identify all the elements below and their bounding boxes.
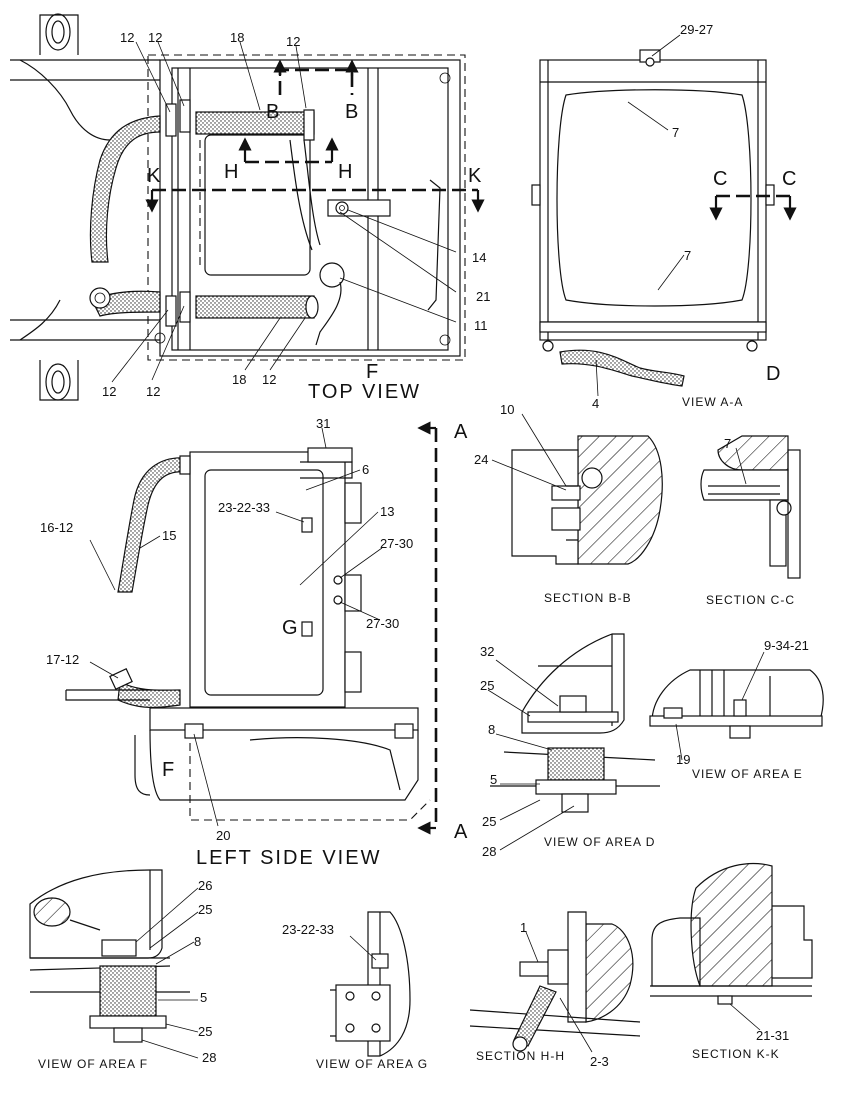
callout-1: 1: [520, 920, 527, 935]
title-view-area-e: VIEW OF AREA E: [692, 767, 803, 781]
title-section-b-b: SECTION B-B: [544, 591, 632, 605]
callout-14: 14: [472, 250, 486, 265]
cut-label-b-left: B: [266, 101, 279, 123]
title-section-h-h: SECTION H-H: [476, 1049, 565, 1063]
callout-12-d: 12: [102, 384, 116, 399]
callout-12-b: 12: [148, 30, 162, 45]
callout-9-34-21: 9-34-21: [764, 638, 809, 653]
callout-26: 26: [198, 878, 212, 893]
cut-label-c-left: C: [713, 168, 727, 190]
callout-17-12: 17-12: [46, 652, 79, 667]
callout-8-a: 8: [488, 722, 495, 737]
title-view-area-d: VIEW OF AREA D: [544, 835, 655, 849]
callout-13: 13: [380, 504, 394, 519]
callout-28-b: 28: [202, 1050, 216, 1065]
callout-27-30-b: 27-30: [366, 616, 399, 631]
callout-23-22-33-g: 23-22-33: [282, 922, 334, 937]
cut-label-c-right: C: [782, 168, 796, 190]
callout-19: 19: [676, 752, 690, 767]
callout-11: 11: [474, 318, 488, 333]
cut-label-b-right: B: [345, 101, 358, 123]
title-view-area-f: VIEW OF AREA F: [38, 1057, 148, 1071]
title-view-area-g: VIEW OF AREA G: [316, 1057, 428, 1071]
section-k-k: 21-31 SECTION K-K: [650, 862, 813, 1061]
view-area-f: 26 25 8 5 25 28 VIEW OF AREA F: [29, 869, 216, 1071]
title-view-a-a: VIEW A-A: [682, 395, 743, 409]
callout-31: 31: [316, 416, 330, 431]
callout-18-b: 18: [232, 372, 246, 387]
section-b-b: 10 24 SECTION B-B: [474, 402, 663, 605]
callout-7-c: 7: [724, 436, 731, 451]
callout-20: 20: [216, 828, 230, 843]
callout-25-c: 25: [198, 902, 212, 917]
callout-21: 21: [476, 289, 490, 304]
callout-12-c: 12: [286, 34, 300, 49]
callout-29-27: 29-27: [680, 22, 713, 37]
title-left-side-view: LEFT SIDE VIEW: [196, 847, 381, 869]
callout-18-a: 18: [230, 30, 244, 45]
callout-4: 4: [592, 396, 599, 411]
cut-label-h-left: H: [224, 161, 238, 183]
callout-12-e: 12: [146, 384, 160, 399]
callout-5-a: 5: [490, 772, 497, 787]
top-view: K K H H B B 12 12 18 12 12 12 18 12 14 2…: [10, 13, 490, 403]
callout-12-f: 12: [262, 372, 276, 387]
cut-label-a-bottom: A: [454, 821, 468, 843]
section-c-c: 7 SECTION C-C: [700, 435, 801, 607]
callout-21-31: 21-31: [756, 1028, 789, 1043]
callout-7-a: 7: [672, 125, 679, 140]
callout-32: 32: [480, 644, 494, 659]
callout-7-b: 7: [684, 248, 691, 263]
callout-12-a: 12: [120, 30, 134, 45]
callout-25-d: 25: [198, 1024, 212, 1039]
callout-2-3: 2-3: [590, 1054, 609, 1069]
cut-label-a-top: A: [454, 421, 468, 443]
cut-label-h-right: H: [338, 161, 352, 183]
callout-10: 10: [500, 402, 514, 417]
callout-5-b: 5: [200, 990, 207, 1005]
ref-label-f-left: F: [162, 759, 174, 781]
ref-label-g: G: [282, 617, 298, 639]
callout-8-b: 8: [194, 934, 201, 949]
title-top-view: TOP VIEW: [308, 381, 421, 403]
view-area-e: 9-34-21 19 VIEW OF AREA E: [649, 638, 824, 781]
callout-27-30-a: 27-30: [380, 536, 413, 551]
section-h-h: 1 2-3 SECTION H-H: [469, 911, 641, 1069]
view-area-d: 32 25 8 5 25 28 VIEW OF AREA D: [480, 633, 660, 859]
callout-16-12: 16-12: [40, 520, 73, 535]
ref-label-d: D: [766, 363, 780, 385]
left-side-view: A A 31 6 23-22-33 13 27-30 27-30 16-12 1…: [40, 416, 468, 869]
callout-23-22-33: 23-22-33: [218, 500, 270, 515]
view-a-a: C C 29-27 7 7 4 D VIEW A-A: [531, 22, 797, 411]
callout-15: 15: [162, 528, 176, 543]
callout-6: 6: [362, 462, 369, 477]
callout-24: 24: [474, 452, 488, 467]
cut-label-k-left: K: [147, 165, 161, 187]
callout-28-a: 28: [482, 844, 496, 859]
ref-label-f-top: F: [366, 361, 378, 383]
callout-25-a: 25: [480, 678, 494, 693]
title-section-c-c: SECTION C-C: [706, 593, 795, 607]
callout-25-b: 25: [482, 814, 496, 829]
title-section-k-k: SECTION K-K: [692, 1047, 780, 1061]
cut-label-k-right: K: [468, 165, 482, 187]
view-area-g: 23-22-33 VIEW OF AREA G: [282, 911, 428, 1071]
